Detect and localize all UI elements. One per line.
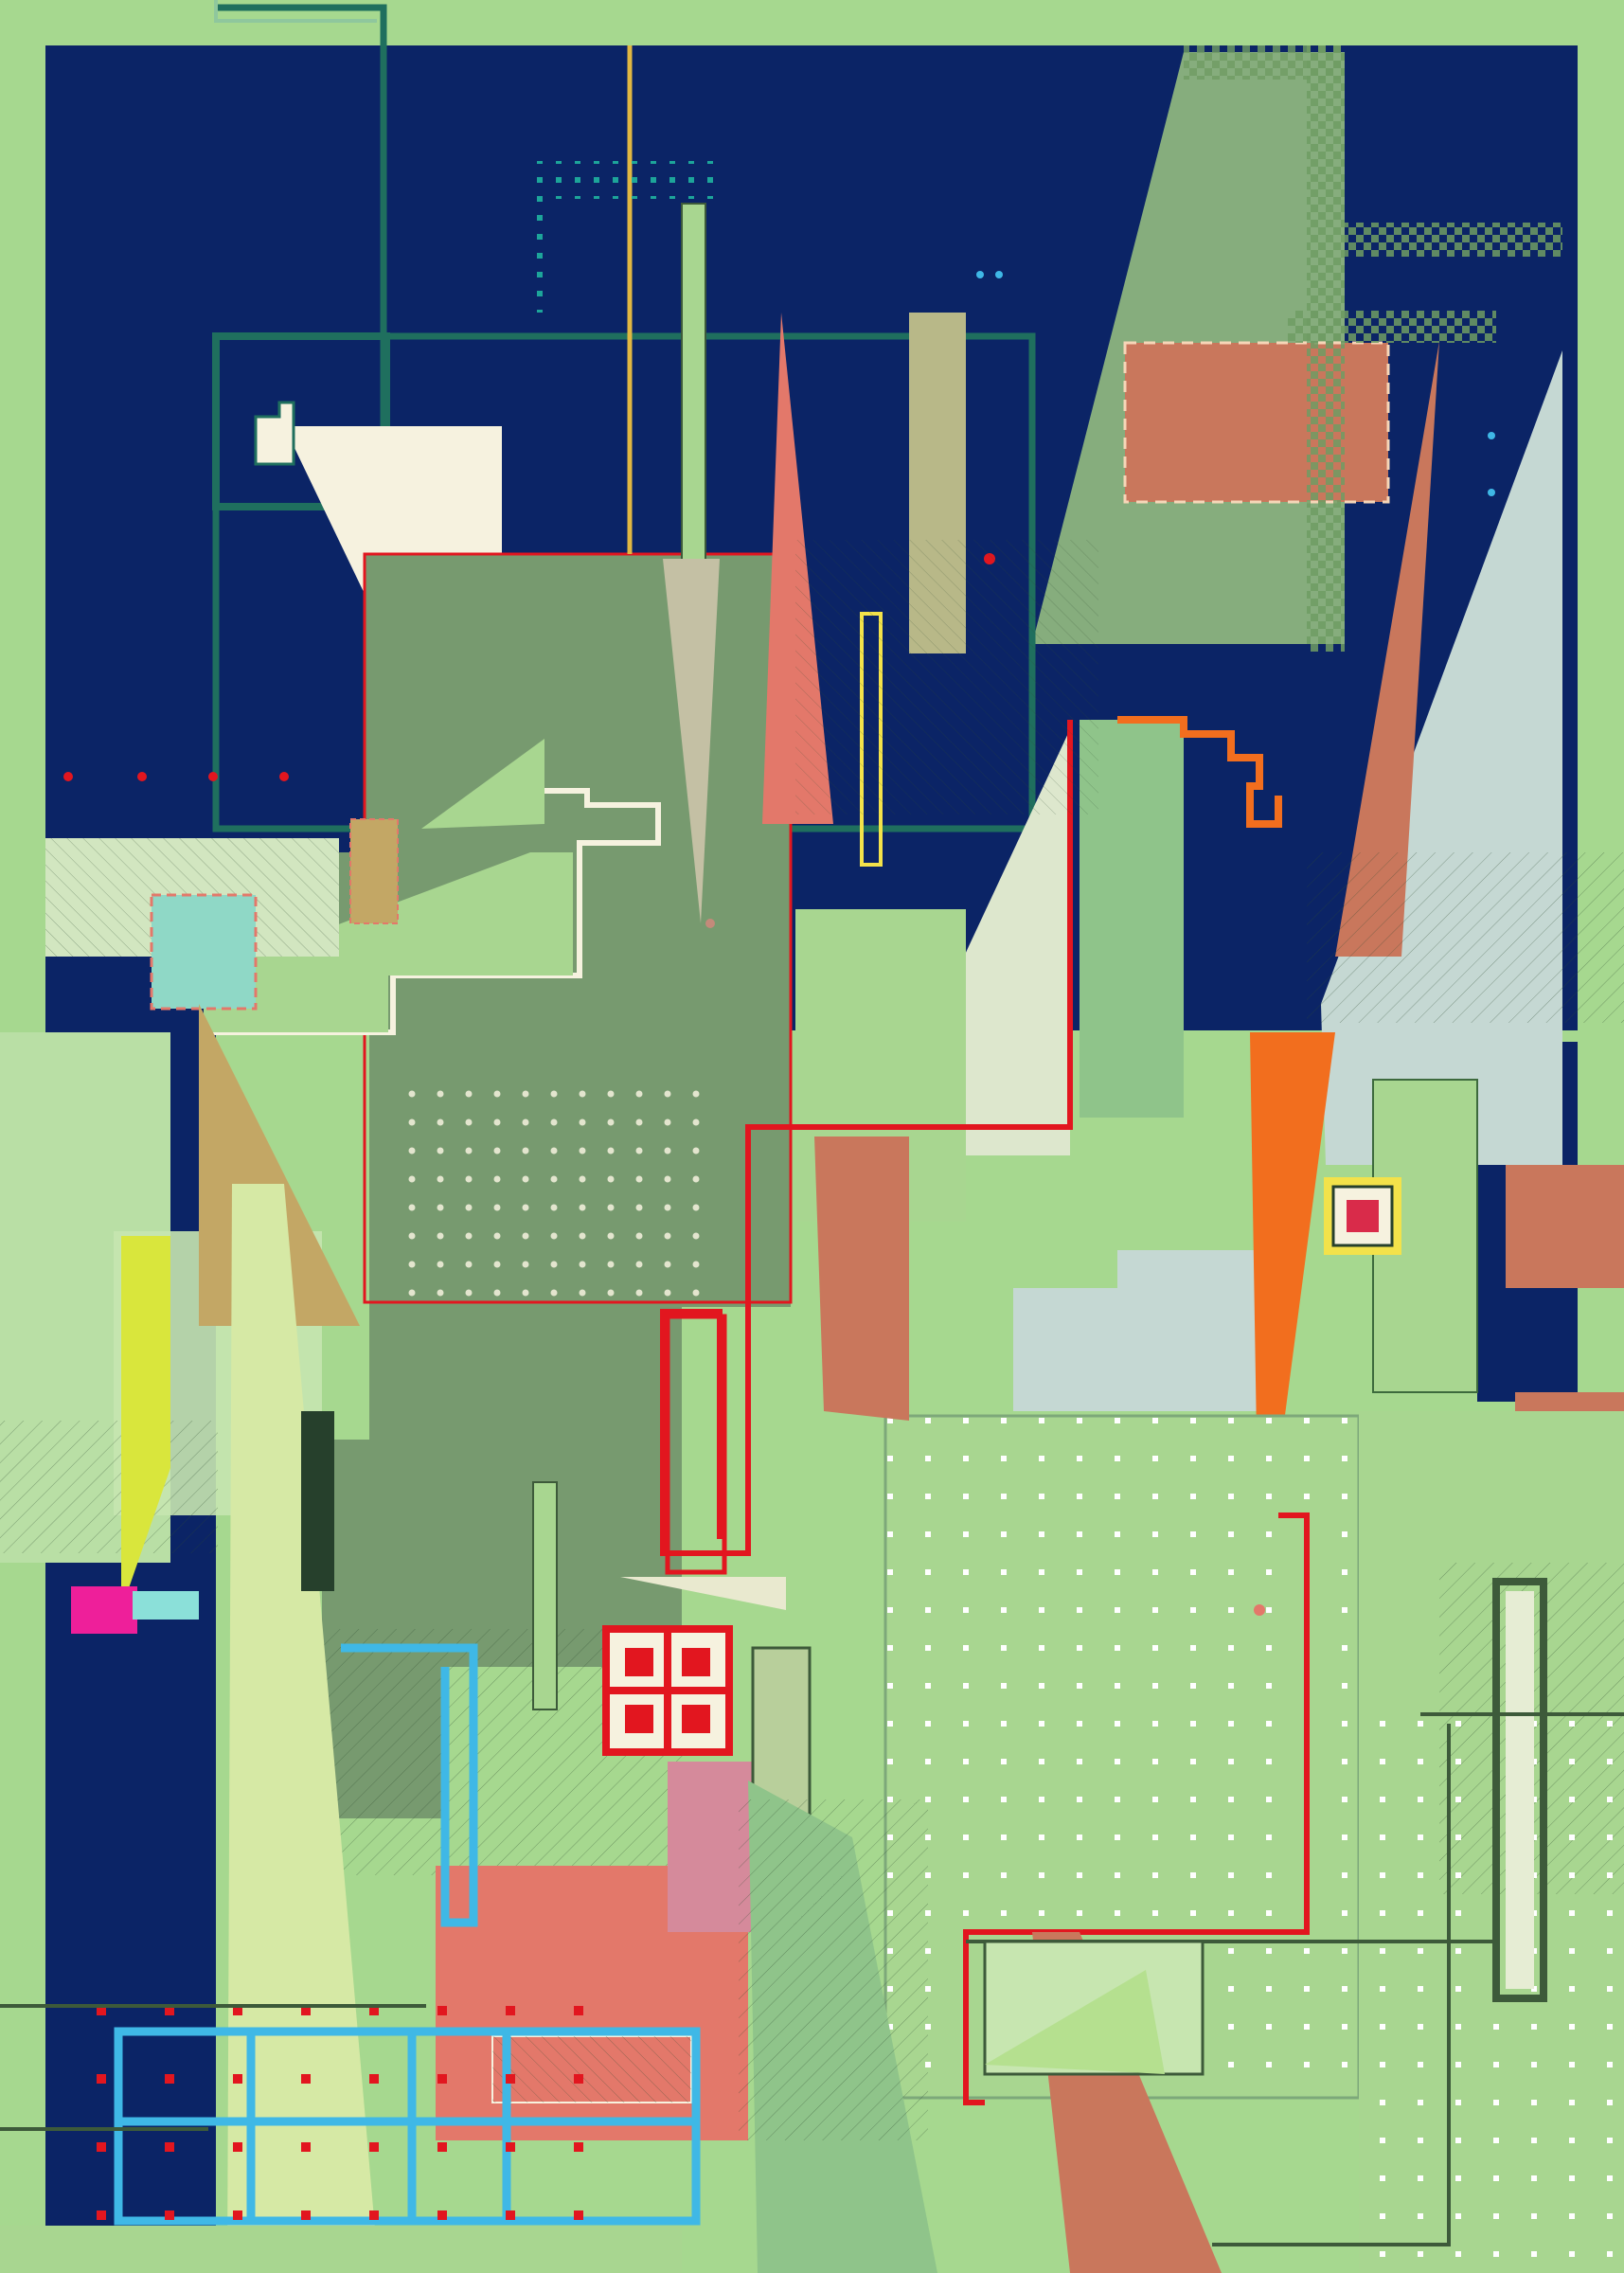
- olive-bar-center: [751, 1646, 812, 1820]
- grey-blue-stairs-2: [1117, 1250, 1269, 1307]
- green-ladder-top: [1184, 45, 1345, 80]
- grey-spike-center: [663, 559, 720, 923]
- magenta-tile: [71, 1586, 137, 1634]
- khaki-tile: [349, 818, 399, 924]
- yellow-slab: [121, 1236, 170, 1610]
- green-ladder-horizontal: [1345, 223, 1562, 257]
- cream-triangle-center: [620, 1577, 786, 1610]
- teal-circuit-line: [216, 4, 387, 507]
- teal-dot-column: [526, 199, 544, 313]
- hatch-sweep-center: [795, 540, 1098, 814]
- orange-zigzag: [1117, 716, 1282, 828]
- small-cyan-tile: [133, 1591, 199, 1620]
- green-ladder-horizontal-2: [1288, 311, 1496, 343]
- mint-stepped-fill: [204, 852, 573, 1032]
- salmon-block-right: [1506, 1165, 1624, 1288]
- red-lattice: [602, 1625, 733, 1756]
- teal-accent: [150, 893, 258, 1011]
- mint-panel-lower-right-dots: [1359, 1705, 1624, 2273]
- left-panel-hatch: [0, 1421, 218, 1553]
- terracotta-spike-right: [1335, 341, 1439, 957]
- grey-blue-stairs: [1013, 1288, 1269, 1411]
- hatch-sweep-lower-center: [739, 1799, 928, 2140]
- dark-stripe: [301, 1411, 334, 1591]
- target-inner: [1347, 1200, 1379, 1232]
- red-outline-lower: [963, 1512, 1310, 2105]
- mint-triangle-upper: [421, 739, 544, 829]
- red-outline-path: [660, 720, 1073, 1556]
- grey-panel-lower-left: [0, 2226, 682, 2273]
- teal-circuit-top: [214, 0, 377, 23]
- white-stepped-outline: [204, 788, 661, 1035]
- green-ladder-vertical: [1307, 45, 1345, 652]
- olive-bar-left: [532, 1481, 558, 1710]
- red-dots-lower-left: [45, 1989, 633, 2226]
- sage-dots: [398, 1089, 710, 1316]
- terracotta-wedge-mid: [814, 1136, 909, 1421]
- terracotta-block: [1123, 341, 1390, 504]
- hatch-sweep-right: [1307, 852, 1624, 1023]
- mint-triangle-lower: [985, 1970, 1165, 2074]
- red-outline-pipe: [665, 1314, 727, 1575]
- teal-dot-field: [526, 161, 715, 199]
- cream-glyph: [254, 401, 295, 466]
